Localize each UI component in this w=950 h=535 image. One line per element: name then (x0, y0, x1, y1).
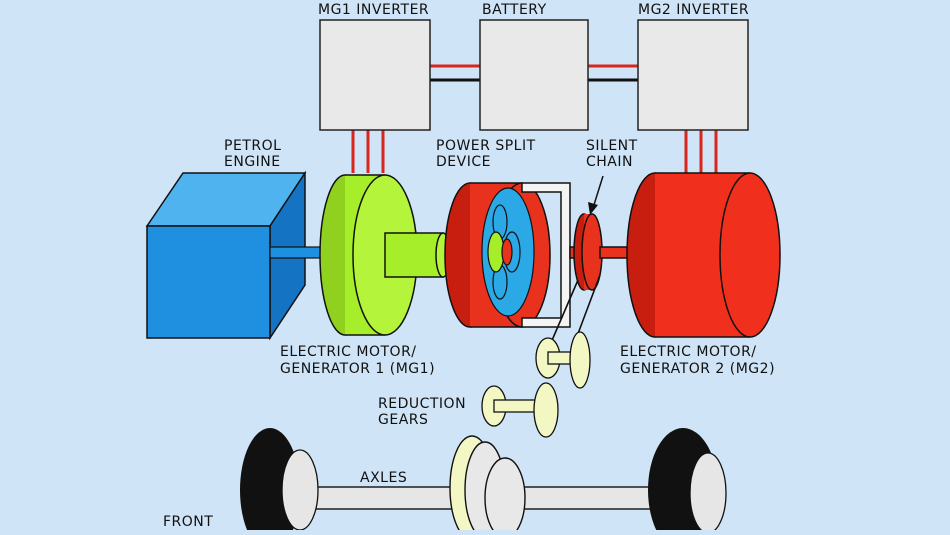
reduction-gears-label-line1: REDUCTION (378, 396, 466, 412)
differential (449, 435, 526, 535)
silent-chain-pointer-arrow (588, 175, 604, 215)
mg2-label-line1: ELECTRIC MOTOR/ (620, 344, 757, 360)
mg2-inverter-box (637, 19, 749, 131)
reduction-gears (481, 331, 591, 438)
battery-label: BATTERY (482, 2, 547, 18)
right-front-wheel (648, 428, 727, 535)
front-label: FRONT (163, 514, 213, 530)
mg2-motor (626, 172, 781, 338)
mg1-motor (319, 174, 418, 336)
mg1-label-line2: GENERATOR 1 (MG1) (280, 361, 435, 377)
mg2-label-line2: GENERATOR 2 (MG2) (620, 361, 775, 377)
reduction-gears-label-line2: GEARS (378, 412, 428, 428)
mg2-phase-wires (684, 130, 718, 175)
mg1-label-line1: ELECTRIC MOTOR/ (280, 344, 417, 360)
silent-chain-label-line2: CHAIN (586, 154, 633, 170)
axles-label: AXLES (360, 470, 407, 486)
petrol-engine-label-line2: ENGINE (224, 154, 281, 170)
mg1-inverter-box (319, 19, 431, 131)
mg1-phase-wires (351, 130, 385, 173)
left-front-wheel (240, 428, 319, 535)
mg1-inverter-label: MG1 INVERTER (318, 2, 429, 18)
petrol-engine-label-line1: PETROL (224, 138, 281, 154)
power-split-label-line1: POWER SPLIT (436, 138, 536, 154)
battery-box (479, 19, 589, 131)
mg1-hub (384, 232, 451, 278)
planetary-gears (481, 187, 535, 317)
battery-wires (430, 64, 638, 82)
carrier-frame (521, 182, 571, 328)
power-split-label-line2: DEVICE (436, 154, 491, 170)
engine-shaft (269, 246, 323, 259)
silent-chain-label-line1: SILENT (586, 138, 638, 154)
mg2-inverter-label: MG2 INVERTER (638, 2, 749, 18)
